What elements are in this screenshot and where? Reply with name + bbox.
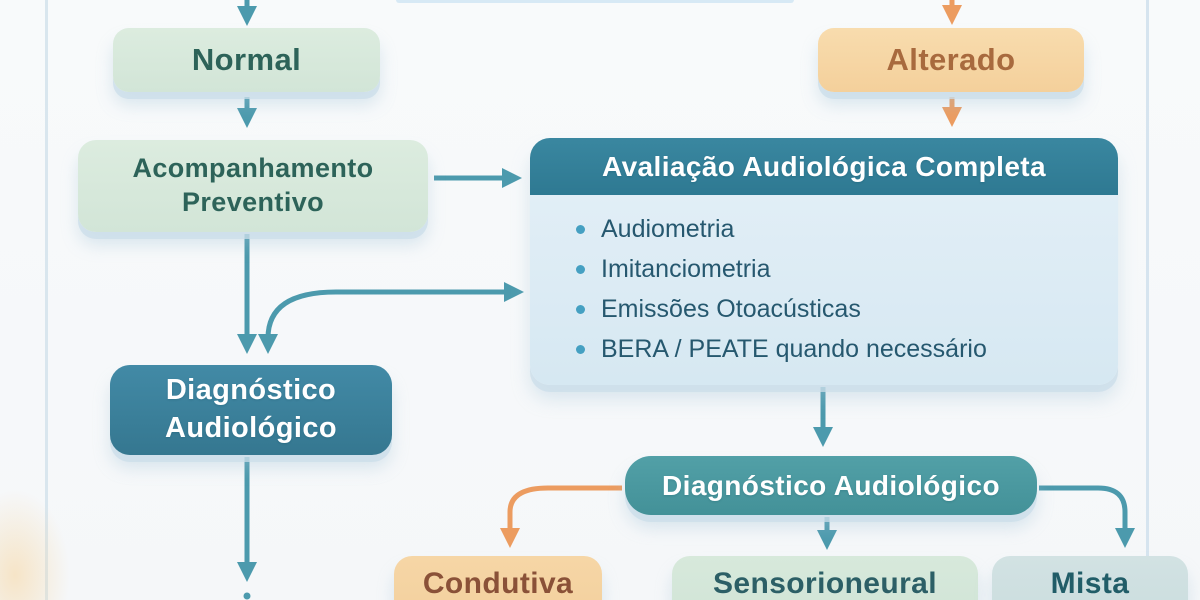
node-acompanhamento-preventivo: Acompanhamento Preventivo bbox=[78, 140, 428, 232]
list-item: Audiometria bbox=[576, 209, 1118, 249]
diagnostico-left-label: Diagnóstico Audiológico bbox=[165, 372, 337, 447]
list-item-label: Emissões Otoacústicas bbox=[601, 295, 861, 323]
node-diagnostico-audiologico-left: Diagnóstico Audiológico bbox=[110, 365, 392, 455]
avaliacao-body: Audiometria Imitanciometria Emissões Oto… bbox=[530, 195, 1118, 385]
acompanhamento-line2: Preventivo bbox=[181, 187, 325, 217]
node-condutiva-label: Condutiva bbox=[422, 567, 574, 600]
node-sensorioneural: Sensorioneural bbox=[672, 556, 978, 600]
list-item: BERA / PEATE quando necessário bbox=[576, 329, 1118, 369]
node-acompanhamento-label: Acompanhamento Preventivo bbox=[132, 152, 373, 220]
acompanhamento-line1: Acompanhamento bbox=[132, 153, 374, 184]
avaliacao-header: Avaliação Audiológica Completa bbox=[530, 138, 1118, 195]
list-item-label: Imitanciometria bbox=[601, 255, 771, 283]
list-item: Imitanciometria bbox=[576, 249, 1118, 289]
diagnostico-bottom-label: Diagnóstico Audiológico bbox=[662, 469, 1000, 501]
diagnostico-left-line2: Audiológico bbox=[165, 412, 337, 444]
node-mista-label: Mista bbox=[1050, 567, 1130, 600]
node-diagnostico-audiologico-bottom: Diagnóstico Audiológico bbox=[625, 456, 1037, 515]
top-cutoff-box-edge bbox=[396, 0, 794, 3]
avaliacao-title: Avaliação Audiológica Completa bbox=[601, 150, 1047, 182]
list-item-label: BERA / PEATE quando necessário bbox=[601, 335, 987, 363]
left-guide-line bbox=[45, 0, 48, 600]
right-guide-line bbox=[1146, 0, 1149, 600]
node-normal: Normal bbox=[113, 28, 380, 92]
node-sensorioneural-label: Sensorioneural bbox=[713, 567, 937, 600]
list-item: Emissões Otoacústicas bbox=[576, 289, 1118, 329]
corner-glow-decoration bbox=[0, 490, 70, 600]
node-alterado-label: Alterado bbox=[886, 42, 1016, 77]
node-avaliacao-audiologica: Avaliação Audiológica Completa Audiometr… bbox=[530, 138, 1118, 385]
list-item-label: Audiometria bbox=[601, 215, 735, 243]
arrow-curved-double bbox=[258, 282, 524, 354]
arrow-to-mista bbox=[1039, 485, 1135, 548]
node-condutiva: Condutiva bbox=[394, 556, 602, 600]
node-mista: Mista bbox=[992, 556, 1188, 600]
diagnostico-left-line1: Diagnóstico bbox=[165, 374, 337, 407]
arrow-to-condutiva bbox=[500, 485, 622, 548]
avaliacao-item-list: Audiometria Imitanciometria Emissões Oto… bbox=[576, 209, 1118, 369]
arrow-continuation-dot bbox=[243, 592, 251, 600]
node-alterado: Alterado bbox=[818, 28, 1084, 92]
node-normal-label: Normal bbox=[191, 42, 302, 77]
